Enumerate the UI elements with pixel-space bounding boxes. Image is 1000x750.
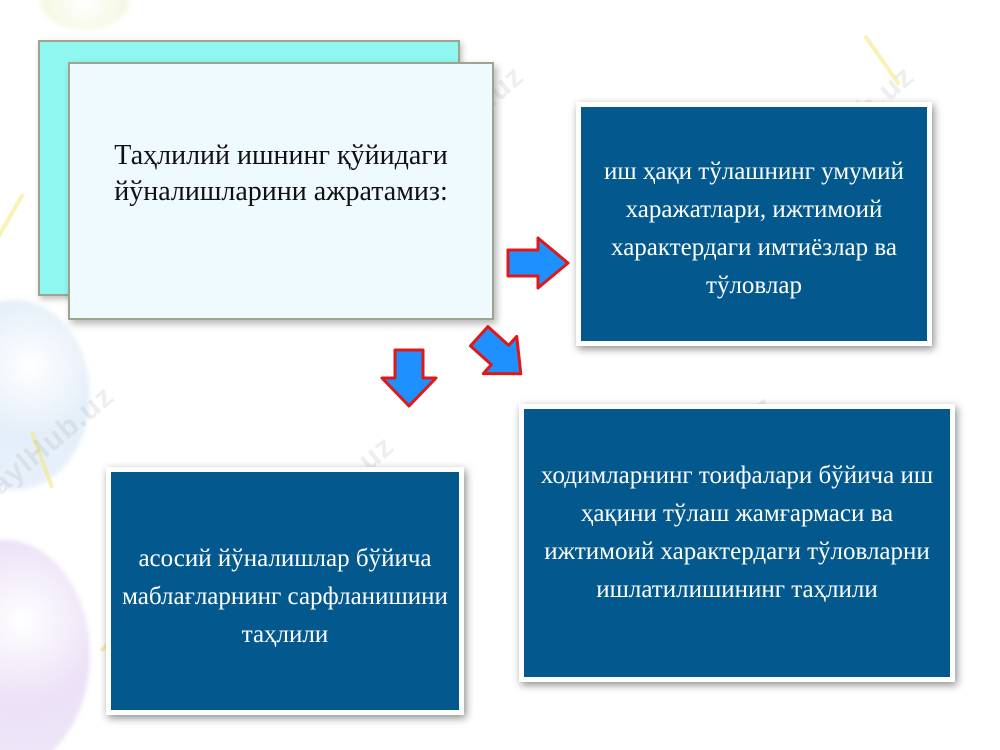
direction-box-main-directions: асосий йўналишлар бўйича маблағларнинг с… <box>106 467 464 715</box>
background-balloon <box>40 0 130 30</box>
direction-box-text: иш ҳақи тўлашнинг умумий харажатлари, иж… <box>604 158 904 299</box>
heading-card: Таҳлилий ишнинг қўйидаги йўналишларини а… <box>68 62 494 320</box>
direction-box-categories: ходимларнинг тоифалари бўйича иш ҳақини … <box>519 404 955 682</box>
arrow-right-icon <box>506 236 570 290</box>
direction-box-expenses: иш ҳақи тўлашнинг умумий харажатлари, иж… <box>576 102 932 346</box>
arrow-down-icon <box>380 348 438 408</box>
direction-box-text: асосий йўналишлар бўйича маблағларнинг с… <box>122 545 448 648</box>
background-streak <box>0 193 25 247</box>
arrow-down-right-icon <box>468 325 523 376</box>
direction-box-text: ходимларнинг тоифалари бўйича иш ҳақини … <box>540 462 934 603</box>
heading-text: Таҳлилий ишнинг қўйидаги йўналишларини а… <box>114 140 448 207</box>
background-balloon <box>0 540 90 750</box>
